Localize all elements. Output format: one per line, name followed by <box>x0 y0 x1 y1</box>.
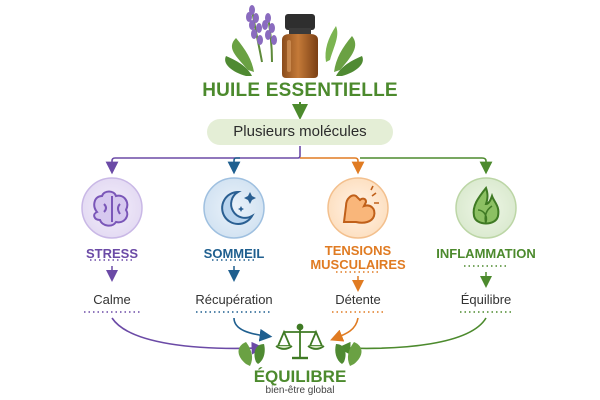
inflammation-label: INFLAMMATION <box>436 246 536 261</box>
stress-result: Calme <box>93 292 131 307</box>
branch-connectors <box>105 146 493 175</box>
tensions-circle <box>327 177 389 239</box>
stress-circle <box>81 177 143 239</box>
sommeil-result: Récupération <box>195 292 273 307</box>
moon-stars-icon <box>221 190 256 225</box>
essential-oil-bottle-icon <box>282 14 318 78</box>
center-leaves <box>238 342 362 366</box>
converging-arrows <box>111 317 487 355</box>
tensions-result: Détente <box>335 292 381 307</box>
molecules-pill <box>207 119 393 145</box>
inflammation-circle <box>455 177 517 239</box>
sommeil-label: SOMMEIL <box>203 246 265 261</box>
center-subtitle: bien-être global <box>265 385 335 396</box>
diagram-title: HUILE ESSENTIELLE <box>202 80 398 101</box>
inflammation-result: Équilibre <box>460 292 512 307</box>
label-to-result-arrows <box>106 266 492 292</box>
brain-icon <box>93 190 129 227</box>
tensions-label: TENSIONS MUSCULAIRES <box>310 243 406 272</box>
center-title: ÉQUILIBRE <box>253 367 347 386</box>
dotted-dividers <box>84 259 512 313</box>
sommeil-circle <box>203 177 265 239</box>
flexed-arm-icon <box>342 185 379 224</box>
molecules-label: Plusieurs molécules <box>233 123 367 140</box>
balance-scale-icon <box>275 323 325 360</box>
stress-label: STRESS <box>85 246 138 261</box>
lavender-illustration <box>225 5 363 76</box>
flame-leaf-icon <box>472 185 500 225</box>
